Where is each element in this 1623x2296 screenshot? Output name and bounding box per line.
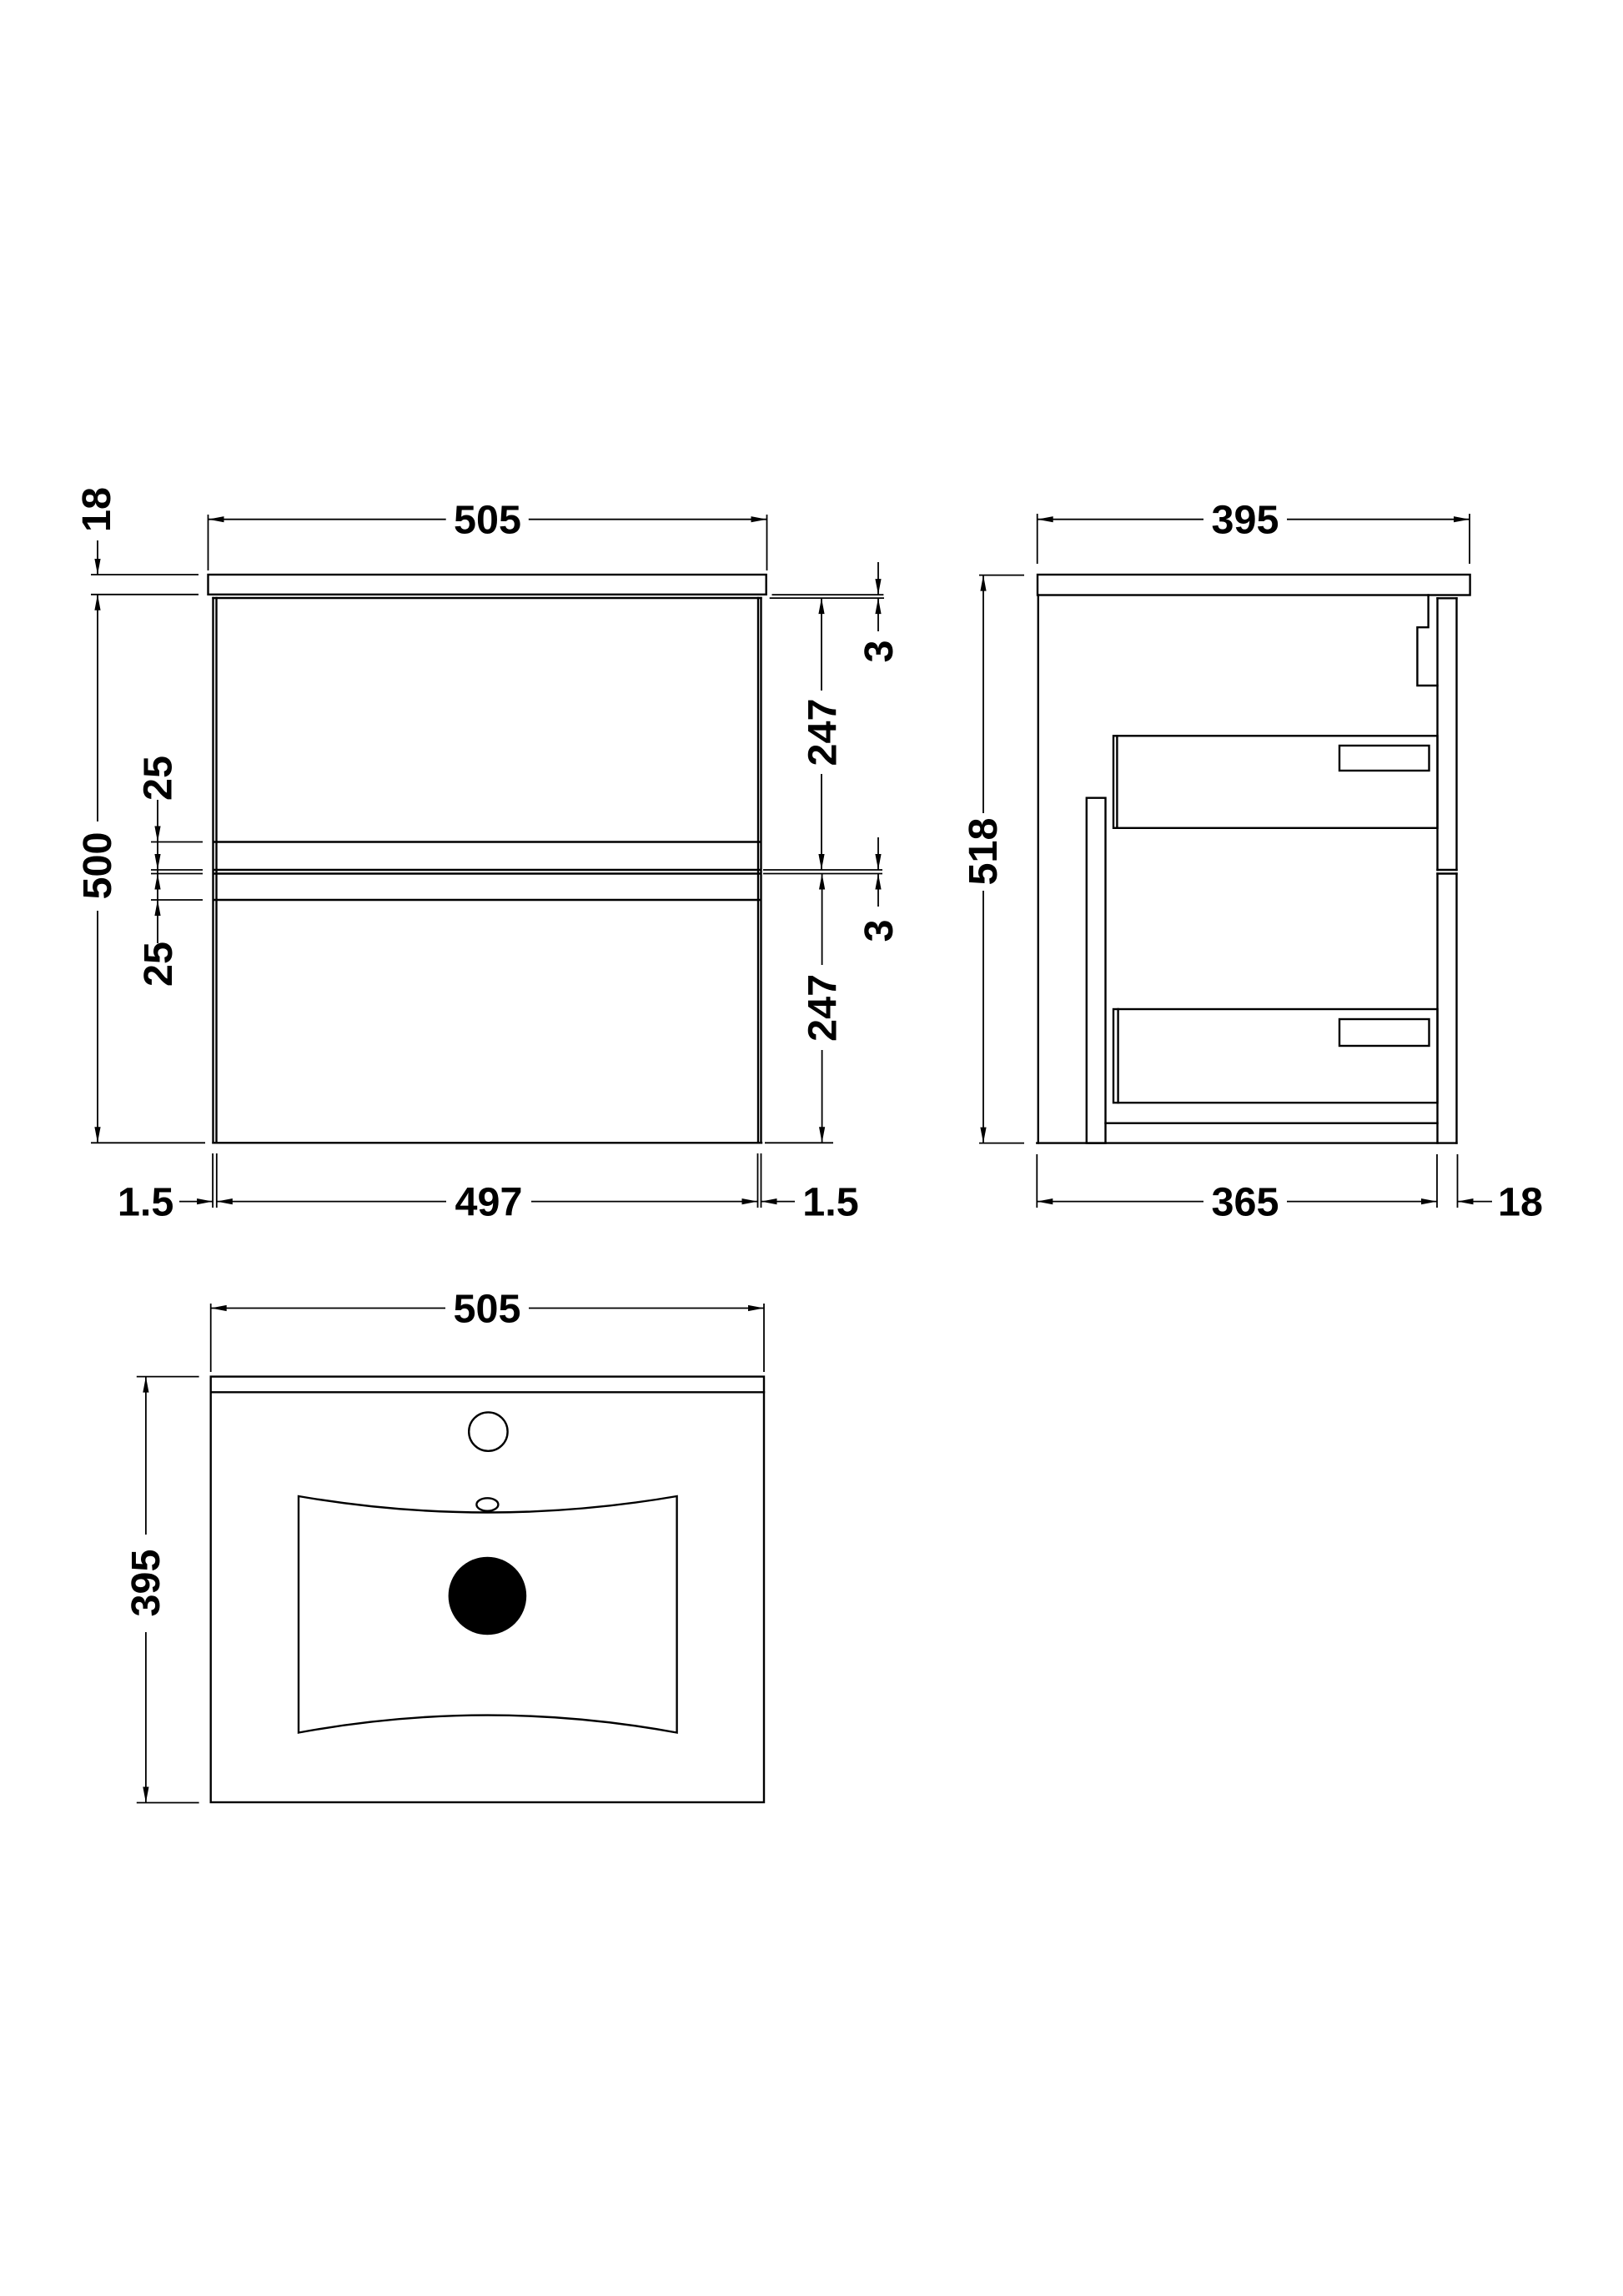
svg-text:18: 18 bbox=[74, 487, 119, 532]
svg-text:505: 505 bbox=[454, 498, 521, 543]
svg-text:247: 247 bbox=[801, 699, 846, 766]
svg-text:395: 395 bbox=[1212, 498, 1279, 543]
svg-text:247: 247 bbox=[801, 974, 846, 1042]
svg-text:1.5: 1.5 bbox=[118, 1180, 173, 1225]
svg-text:505: 505 bbox=[454, 1287, 521, 1332]
svg-text:25: 25 bbox=[136, 942, 181, 987]
svg-text:365: 365 bbox=[1212, 1180, 1279, 1225]
svg-text:1.5: 1.5 bbox=[802, 1180, 858, 1225]
svg-text:500: 500 bbox=[75, 832, 120, 900]
svg-text:395: 395 bbox=[123, 1550, 168, 1617]
svg-text:497: 497 bbox=[455, 1180, 523, 1225]
svg-text:3: 3 bbox=[857, 641, 902, 663]
svg-text:3: 3 bbox=[857, 920, 902, 942]
svg-text:518: 518 bbox=[961, 818, 1006, 886]
svg-text:25: 25 bbox=[135, 756, 180, 801]
svg-text:18: 18 bbox=[1498, 1180, 1543, 1225]
